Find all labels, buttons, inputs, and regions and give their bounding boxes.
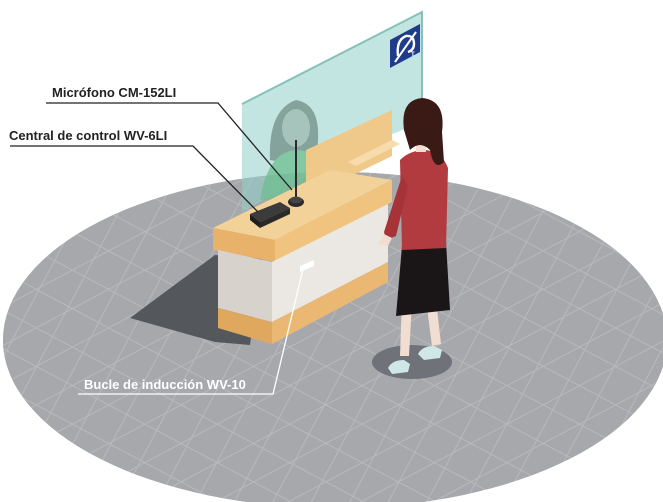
control-unit-label: Central de control WV-6LI — [9, 128, 167, 143]
microphone-label: Micrófono CM-152LI — [52, 85, 176, 100]
svg-text:T: T — [411, 52, 415, 58]
induction-loop-label: Bucle de inducción WV-10 — [84, 377, 246, 392]
